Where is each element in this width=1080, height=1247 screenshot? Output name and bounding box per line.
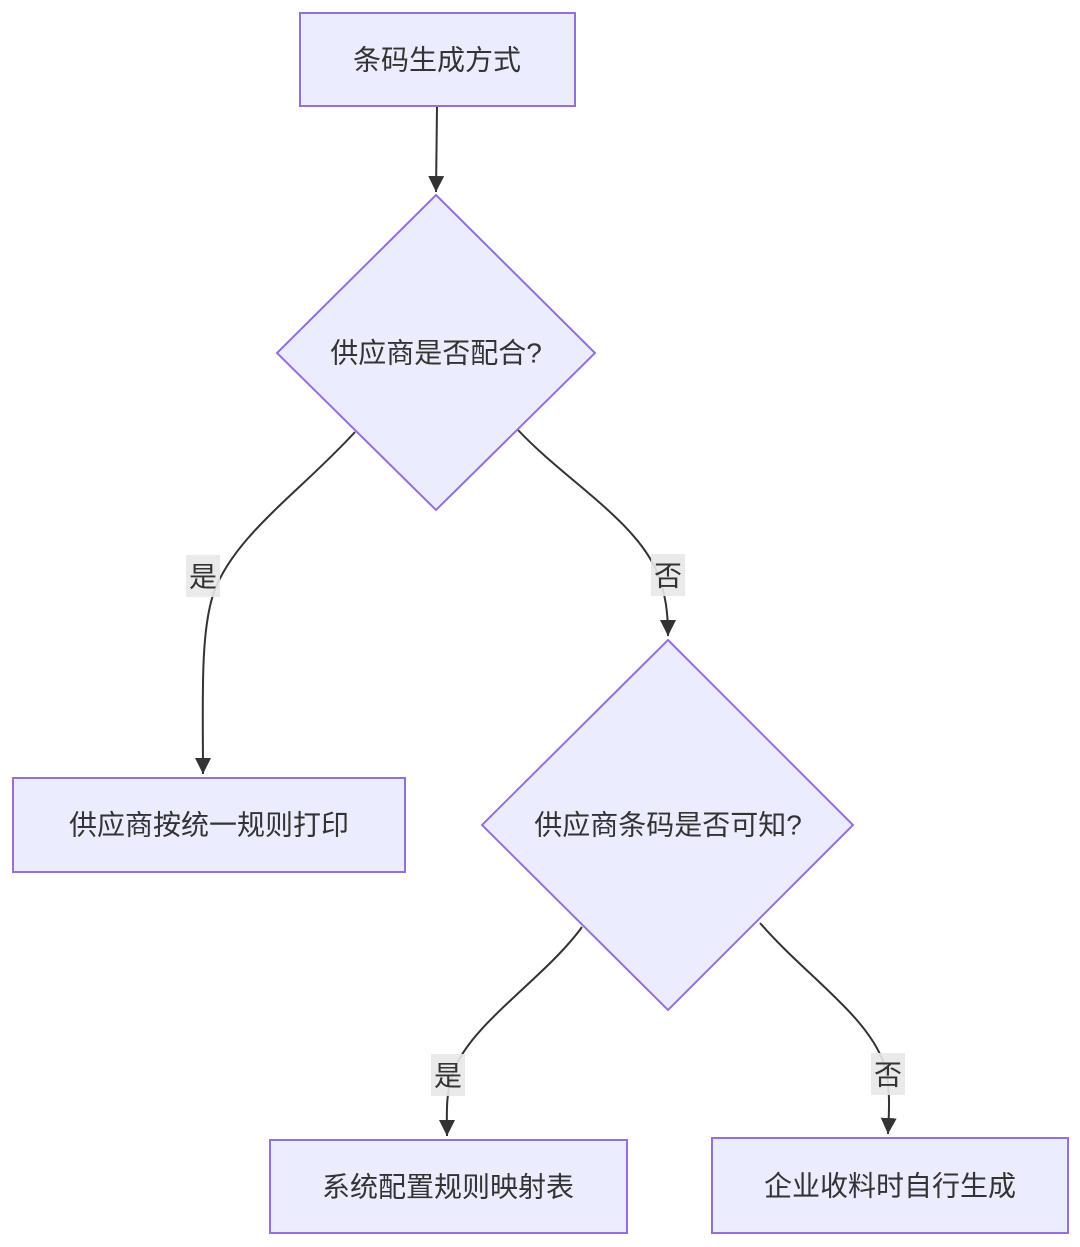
- edge-line: [428, 106, 445, 193]
- edge-line: [759, 922, 897, 1135]
- edge-q2-no-to-self-generate: 否: [759, 922, 905, 1135]
- node-mapping-table-shape: [269, 1139, 628, 1234]
- edge-start-to-q1: [428, 106, 445, 193]
- node-decision-barcode-knowable-label: 供应商条码是否可知?: [534, 810, 802, 841]
- node-start: 条码生成方式: [299, 12, 576, 107]
- node-supplier-print: 供应商按统一规则打印: [12, 777, 406, 873]
- edge-label-background: [651, 554, 685, 596]
- edge-q1-yes-to-supplier-print: 是: [186, 431, 356, 775]
- edge-q1-no-to-q2: 否: [517, 429, 685, 637]
- node-start-shape: [299, 12, 576, 107]
- node-start-label: 条码生成方式: [353, 45, 521, 76]
- node-decision-supplier-cooperate: 供应商是否配合?: [275, 193, 597, 512]
- node-self-generate-label: 企业收料时自行生成: [764, 1171, 1016, 1202]
- edge-label-background: [871, 1053, 905, 1095]
- edge-label-no: 否: [654, 561, 682, 592]
- node-supplier-print-label: 供应商按统一规则打印: [69, 810, 349, 841]
- edge-label-background: [431, 1054, 465, 1096]
- node-decision-barcode-knowable-shape: [480, 638, 855, 1012]
- node-self-generate: 企业收料时自行生成: [711, 1137, 1069, 1234]
- node-self-generate-shape: [711, 1137, 1069, 1234]
- edge-label-yes: 是: [189, 562, 217, 593]
- edge-line: [517, 429, 676, 637]
- node-supplier-print-shape: [12, 777, 406, 873]
- node-mapping-table-label: 系统配置规则映射表: [322, 1172, 574, 1203]
- edge-label-yes: 是: [434, 1061, 462, 1092]
- node-decision-barcode-knowable: 供应商条码是否可知?: [480, 638, 855, 1012]
- node-decision-supplier-cooperate-shape: [275, 193, 597, 512]
- node-decision-supplier-cooperate-label: 供应商是否配合?: [330, 338, 542, 369]
- edge-label-no: 否: [874, 1060, 902, 1091]
- edge-q2-yes-to-mapping-table: 是: [431, 926, 583, 1137]
- edge-line: [438, 926, 583, 1137]
- edge-line: [194, 431, 356, 775]
- node-mapping-table: 系统配置规则映射表: [269, 1139, 628, 1234]
- edge-label-background: [186, 555, 220, 597]
